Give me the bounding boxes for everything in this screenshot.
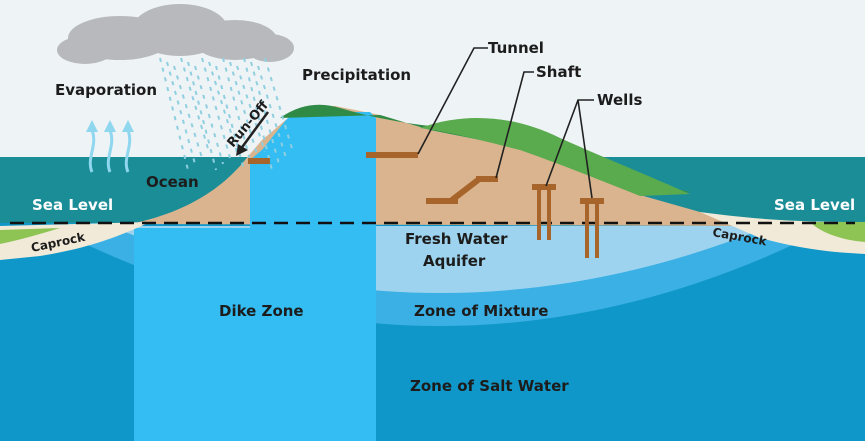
tunnel-structure bbox=[248, 152, 418, 164]
fresh-water-label-line2: Aquifer bbox=[423, 252, 486, 270]
evaporation-arrow bbox=[124, 129, 132, 173]
evaporation-arrow bbox=[106, 129, 114, 173]
wells-structure bbox=[532, 184, 604, 258]
fresh-water-label-line1: Fresh Water bbox=[405, 230, 508, 248]
rain-streak bbox=[187, 61, 217, 171]
precipitation-label: Precipitation bbox=[302, 66, 411, 84]
tunnel-label: Tunnel bbox=[488, 39, 544, 57]
shaft-label: Shaft bbox=[536, 63, 581, 81]
evaporation-arrowhead bbox=[86, 120, 98, 132]
rain-streak bbox=[166, 61, 196, 165]
dike-zone bbox=[134, 228, 376, 441]
forest-light bbox=[420, 117, 690, 196]
rain-streak bbox=[257, 65, 287, 159]
rain-streak bbox=[180, 57, 210, 153]
leader-lines bbox=[417, 47, 594, 199]
shaft-structure bbox=[426, 176, 498, 204]
wells-leader-line-2 bbox=[577, 99, 593, 199]
evaporation-label: Evaporation bbox=[55, 81, 157, 99]
rain-streak bbox=[215, 65, 245, 171]
shaft-leader-line bbox=[495, 71, 534, 179]
ocean-label: Ocean bbox=[146, 173, 199, 191]
rain-streak bbox=[250, 61, 280, 165]
evaporation-arrow bbox=[88, 129, 96, 173]
rain-streak bbox=[229, 61, 259, 159]
dike-columns bbox=[250, 112, 376, 228]
rain-streak bbox=[173, 65, 203, 159]
zone-of-mixture-label: Zone of Mixture bbox=[414, 302, 548, 320]
sea-level-left-label: Sea Level bbox=[32, 196, 113, 214]
rain-icon bbox=[159, 57, 294, 171]
dike-zone-label: Dike Zone bbox=[219, 302, 304, 320]
evaporation-arrowhead bbox=[122, 120, 134, 132]
tunnel-leader-line bbox=[417, 47, 488, 155]
grass-left bbox=[0, 228, 60, 244]
rain-streak bbox=[194, 65, 224, 165]
wells-label: Wells bbox=[597, 91, 642, 109]
rain-streak bbox=[222, 57, 252, 165]
rain-streak bbox=[264, 57, 294, 153]
evaporation-arrowhead bbox=[104, 120, 116, 132]
rain-streak bbox=[201, 57, 231, 159]
grass-right bbox=[810, 222, 865, 242]
evaporation-arrows-icon bbox=[86, 120, 134, 173]
run-off-arrow-icon bbox=[236, 111, 270, 156]
cloud-icon bbox=[57, 4, 294, 64]
sea-level-right-label: Sea Level bbox=[774, 196, 855, 214]
zone-of-salt-water-label: Zone of Salt Water bbox=[410, 377, 569, 395]
